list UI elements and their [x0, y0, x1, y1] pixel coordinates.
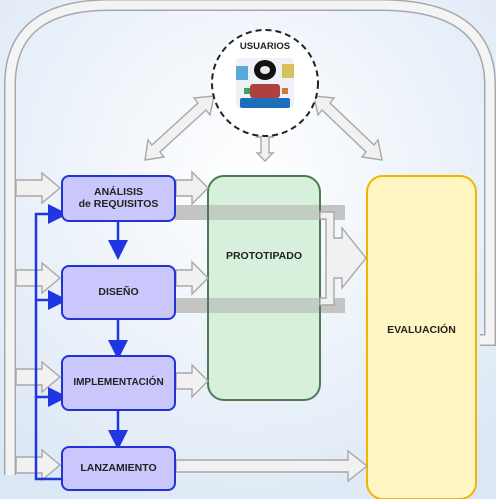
evaluacion-box	[366, 175, 477, 500]
lanzamiento-to-evaluacion-arrow	[175, 449, 369, 483]
phase-boxes	[61, 175, 176, 491]
phase-to-prototipado-arrows	[175, 170, 209, 399]
left-entry-arrows	[15, 171, 62, 482]
prototipado-box	[207, 175, 321, 401]
band-overlay-bottom	[209, 298, 319, 313]
band-overlay-top	[209, 205, 319, 220]
phase-box-lanzamiento	[61, 446, 176, 491]
phase-box-analisis	[61, 175, 176, 222]
users-illustration-icon	[236, 58, 294, 108]
users-double-arrows	[144, 95, 383, 162]
merge-arrow	[319, 211, 367, 306]
phase-box-diseno	[61, 265, 176, 320]
blue-iteration-rail	[34, 204, 68, 481]
feedback-loop-arrow	[4, 0, 496, 475]
phase-box-implementacion	[61, 355, 176, 411]
